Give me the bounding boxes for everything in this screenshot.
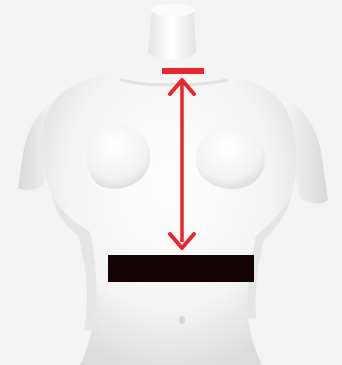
navel	[179, 316, 185, 324]
arrow-top-bar	[162, 68, 204, 74]
waist-band	[108, 255, 254, 282]
neck-top	[151, 4, 195, 16]
